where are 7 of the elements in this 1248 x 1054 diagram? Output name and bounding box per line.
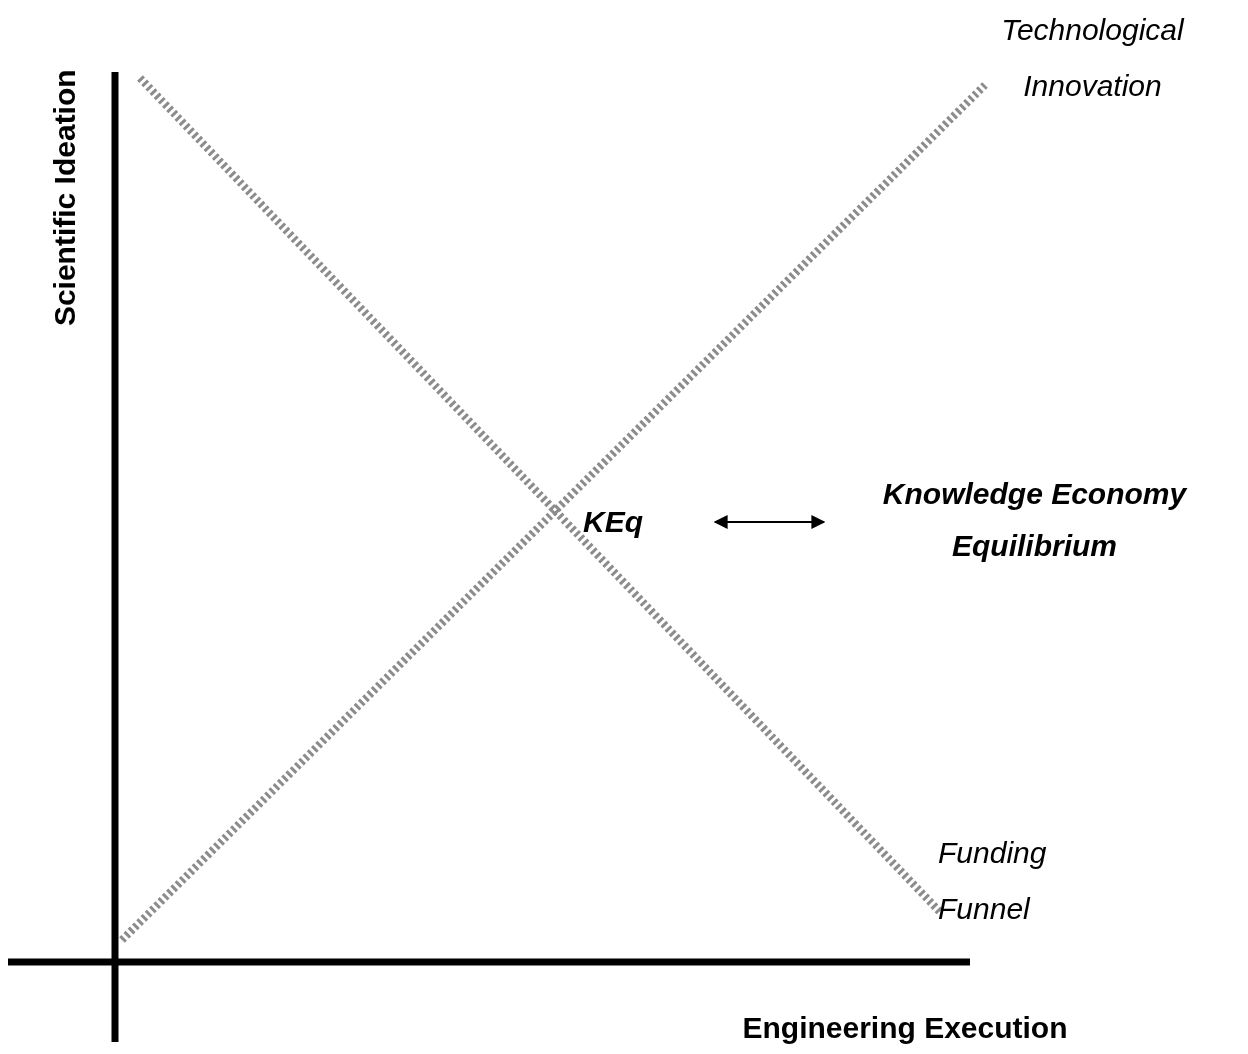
double-arrow — [713, 515, 826, 529]
curve-label: Technological Innovation — [1000, 12, 1186, 104]
node-label: Knowledge Economy Equilibrium — [881, 475, 1189, 564]
node-label: KEq — [583, 503, 643, 540]
axis-title: Scientific Ideation — [47, 68, 83, 329]
axis-title: Engineering Execution — [741, 1010, 1069, 1046]
curve-label: Funding Funnel — [938, 835, 1048, 927]
